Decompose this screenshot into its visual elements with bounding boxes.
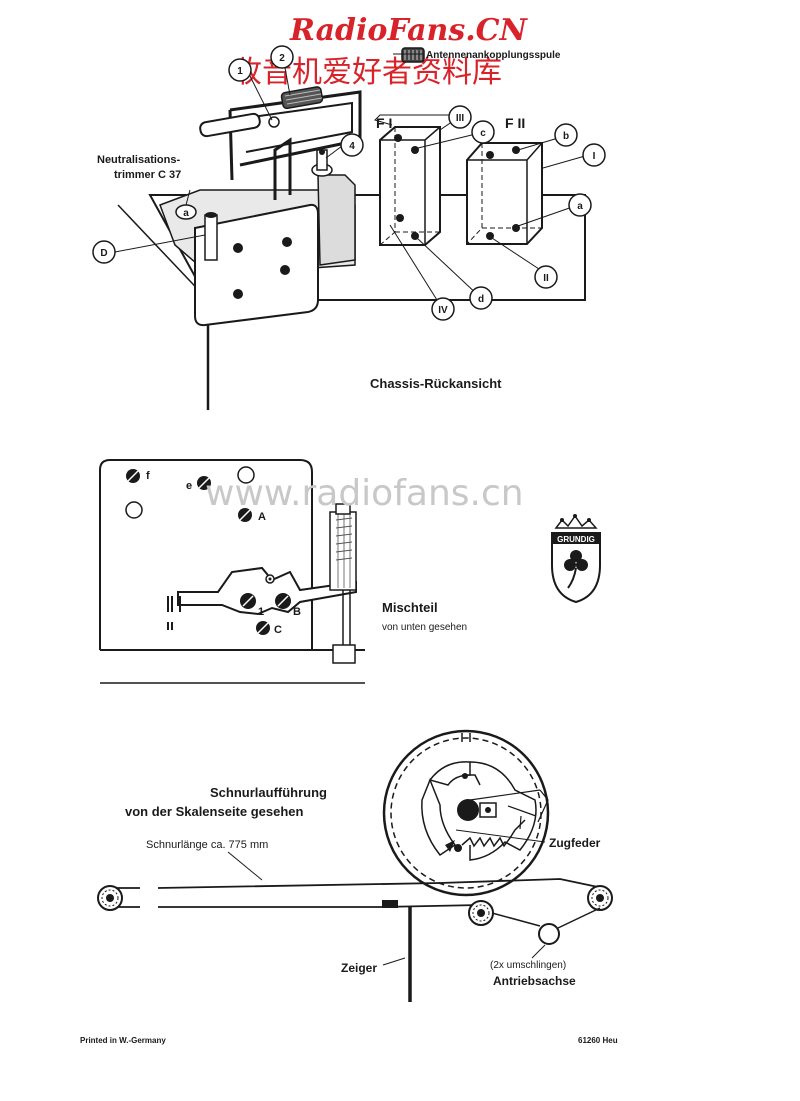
mixer-subtitle: von unten gesehen	[382, 622, 467, 633]
drive-axle-label: Antriebsachse	[493, 974, 576, 988]
callout-b: b	[563, 131, 569, 142]
cord-length-label: Schnurlänge ca. 775 mm	[146, 839, 268, 851]
pointer-label: Zeiger	[341, 961, 377, 975]
callout-c: c	[480, 128, 486, 139]
chassis-rear-view: 1 2 4 III c b I a II d IV D a Antenn	[92, 45, 606, 410]
mixer-label-C: C	[274, 624, 282, 636]
wraps-label: (2x umschlingen)	[490, 960, 566, 971]
footer-printed: Printed in W.-Germany	[80, 1036, 166, 1045]
mixer-view: f e A 1 B C Mischteil von unten gesehen	[99, 459, 467, 684]
label-neutralisation-line1: Neutralisations-	[97, 154, 180, 166]
logo-text: GRUNDIG	[557, 535, 595, 544]
footer-code: 61260 Heu	[578, 1036, 618, 1045]
cord-title-line2: von der Skalenseite gesehen	[125, 804, 304, 819]
mixer-label-e: e	[186, 480, 192, 492]
cord-routing-diagram: Schnurlaufführung von der Skalenseite ge…	[97, 729, 613, 1002]
mixer-title: Mischteil	[382, 600, 438, 615]
callout-IV: IV	[438, 305, 448, 316]
spring-label: Zugfeder	[549, 836, 601, 850]
label-antenna-coil: Antennenankopplungsspule	[426, 50, 561, 61]
mixer-label-B: B	[293, 606, 301, 618]
chassis-caption: Chassis-Rückansicht	[370, 376, 502, 391]
callout-a-trimmer: a	[183, 208, 189, 219]
grundig-logo: GRUNDIG	[551, 514, 601, 604]
watermark-site-url: www.radiofans.cn	[205, 473, 524, 514]
callout-D: D	[100, 248, 107, 259]
mixer-label-f: f	[146, 470, 150, 482]
callout-a-right: a	[577, 201, 583, 212]
label-neutralisation-line2: trimmer C 37	[114, 169, 181, 181]
callout-III: III	[456, 113, 465, 124]
mixer-label-A: A	[258, 511, 266, 523]
callout-II: II	[543, 273, 549, 284]
watermark-site-title: RadioFans.CN	[289, 13, 529, 48]
callout-1: 1	[237, 66, 243, 77]
label-filter-2: F II	[505, 115, 525, 131]
callout-I: I	[593, 151, 596, 162]
label-filter-1: F I	[376, 115, 392, 131]
callout-2: 2	[279, 53, 285, 64]
cord-title-line1: Schnurlaufführung	[210, 785, 327, 800]
mixer-label-1: 1	[258, 606, 264, 618]
callout-4: 4	[349, 141, 355, 152]
callout-d: d	[478, 294, 484, 305]
